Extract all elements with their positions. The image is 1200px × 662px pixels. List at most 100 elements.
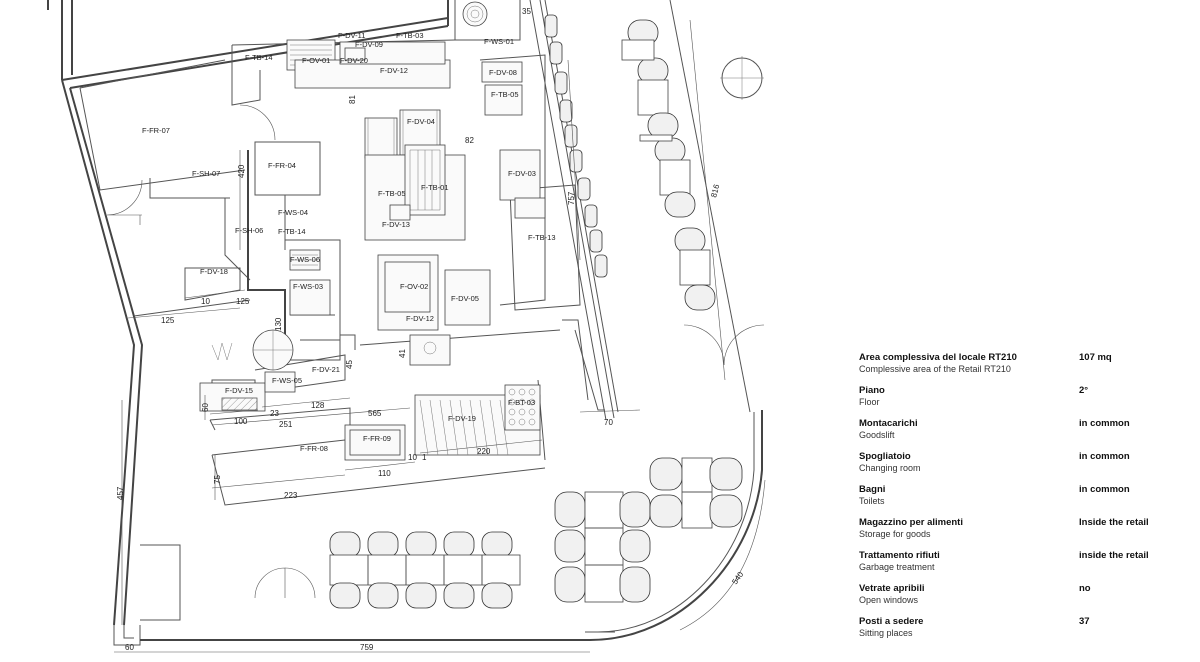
label-tb05b: F-TB-05 — [378, 189, 406, 198]
column-marker — [720, 56, 764, 100]
dim-100: 100 — [234, 417, 248, 426]
spec-value: in common — [1079, 418, 1130, 429]
label-ws03: F-WS-03 — [293, 282, 323, 291]
dim-1: 1 — [422, 453, 427, 462]
dim-41: 41 — [398, 349, 407, 358]
dim-125b: 125 — [161, 316, 175, 325]
spec-value: inside the retail — [1079, 550, 1149, 561]
spec-value: in common — [1079, 484, 1130, 495]
spec-row-garbage: Trattamento rifiuti Garbage treatment in… — [859, 550, 1159, 583]
label-fr07: F-FR-07 — [142, 126, 170, 135]
label-dv11: F-DV-11 — [338, 31, 365, 40]
patio-tables — [329, 457, 743, 609]
label-dv20: F-DV-20 — [340, 56, 368, 65]
label-fr09: F-FR-09 — [363, 434, 391, 443]
specs-table: Area complessiva del locale RT210 Comple… — [859, 352, 1159, 649]
label-ws01: F-WS-01 — [484, 37, 514, 46]
label-ws04: F-WS-04 — [278, 208, 308, 217]
dim-125a: 125 — [236, 297, 250, 306]
label-bt03: F-BT-03 — [508, 398, 535, 407]
dimension-values: 35 81 82 420 757 816 10 125 125 130 41 4… — [116, 7, 746, 652]
label-ws06: F-WS-06 — [290, 255, 320, 264]
spec-label: Piano — [859, 385, 885, 396]
dim-23: 23 — [270, 409, 279, 418]
dim-130: 130 — [274, 317, 283, 331]
spec-value: Inside the retail — [1079, 517, 1149, 528]
dim-45: 45 — [345, 360, 354, 369]
dim-251: 251 — [279, 420, 293, 429]
label-ws05: F-WS-05 — [272, 376, 302, 385]
spec-label: Vetrate apribili — [859, 583, 925, 594]
label-tb01: F-TB-01 — [421, 183, 449, 192]
spec-label: Area complessiva del locale RT210 — [859, 352, 1017, 363]
dim-457: 457 — [116, 486, 125, 500]
spec-sub: Garbage treatment — [859, 562, 935, 572]
label-dv15: F-DV-15 — [225, 386, 253, 395]
spec-value: 2° — [1079, 385, 1089, 396]
label-sh06: F-SH-06 — [235, 226, 263, 235]
label-dv12b: F-DV-12 — [406, 314, 434, 323]
label-dv19: F-DV-19 — [448, 414, 476, 423]
dim-220: 220 — [477, 447, 491, 456]
dim-60a: 60 — [201, 403, 210, 412]
dim-540: 540 — [730, 570, 745, 587]
door-swings — [106, 104, 765, 621]
spec-row-windows: Vetrate apribili Open windows no — [859, 583, 1159, 616]
dim-10b: 10 — [408, 453, 417, 462]
spec-row-floor: Piano Floor 2° — [859, 385, 1159, 418]
spec-label: Posti a sedere — [859, 616, 924, 627]
spec-label: Trattamento rifiuti — [859, 550, 940, 561]
label-fr04: F-FR-04 — [268, 161, 296, 170]
spec-sub: Sitting places — [859, 628, 913, 638]
spec-label: Bagni — [859, 484, 886, 495]
dim-759: 759 — [360, 643, 374, 652]
spec-row-toilets: Bagni Toilets in common — [859, 484, 1159, 517]
label-sh07: F-SH-07 — [192, 169, 220, 178]
dim-128: 128 — [311, 401, 325, 410]
label-dv21: F-DV-21 — [312, 365, 340, 374]
dim-816: 816 — [709, 183, 721, 199]
label-ov01: F-OV-01 — [302, 56, 330, 65]
label-dv12a: F-DV-12 — [380, 66, 408, 75]
dim-81: 81 — [348, 95, 357, 104]
spec-sub: Open windows — [859, 595, 919, 605]
spec-row-area: Area complessiva del locale RT210 Comple… — [859, 352, 1159, 385]
spec-sub: Storage for goods — [859, 529, 931, 539]
spec-sub: Complessive area of the Retail RT210 — [859, 364, 1011, 374]
spec-sub: Goodslift — [859, 430, 895, 440]
dim-75: 75 — [213, 475, 222, 484]
label-ov02: F-OV-02 — [400, 282, 428, 291]
label-tb14a: F-TB-14 — [245, 53, 273, 62]
dim-60b: 60 — [125, 643, 134, 652]
spec-row-changing-room: Spogliatoio Changing room in common — [859, 451, 1159, 484]
spec-row-seats: Posti a sedere Sitting places 37 — [859, 616, 1159, 649]
spec-sub: Floor — [859, 397, 880, 407]
dim-10a: 10 — [201, 297, 210, 306]
kitchen-equipment — [199, 1, 546, 461]
dim-565: 565 — [368, 409, 382, 418]
spec-value: 107 mq — [1079, 352, 1112, 363]
spec-label: Montacarichi — [859, 418, 918, 429]
spec-value: in common — [1079, 451, 1130, 462]
label-dv08: F-DV-08 — [489, 68, 517, 77]
label-tb13: F-TB-13 — [528, 233, 556, 242]
exterior-tables — [621, 19, 716, 311]
dim-82: 82 — [465, 136, 474, 145]
spec-sub: Changing room — [859, 463, 921, 473]
dim-70: 70 — [604, 418, 613, 427]
label-tb05a: F-TB-05 — [491, 90, 519, 99]
dim-757: 757 — [567, 191, 576, 205]
dim-110: 110 — [378, 469, 391, 478]
spec-value: no — [1079, 583, 1091, 594]
label-dv03: F-DV-03 — [508, 169, 536, 178]
spec-label: Magazzino per alimenti — [859, 517, 963, 528]
label-dv04: F-DV-04 — [407, 117, 435, 126]
label-dv09: F-DV-09 — [355, 40, 383, 49]
dimension-lines — [114, 19, 766, 653]
equipment-labels: F-TB-14 F-OV-01 F-DV-11 F-DV-09 F-DV-20 … — [142, 31, 556, 453]
bar-stools — [544, 14, 608, 278]
dim-420: 420 — [237, 164, 246, 178]
dim-223: 223 — [284, 491, 298, 500]
spec-sub: Toilets — [859, 496, 885, 506]
